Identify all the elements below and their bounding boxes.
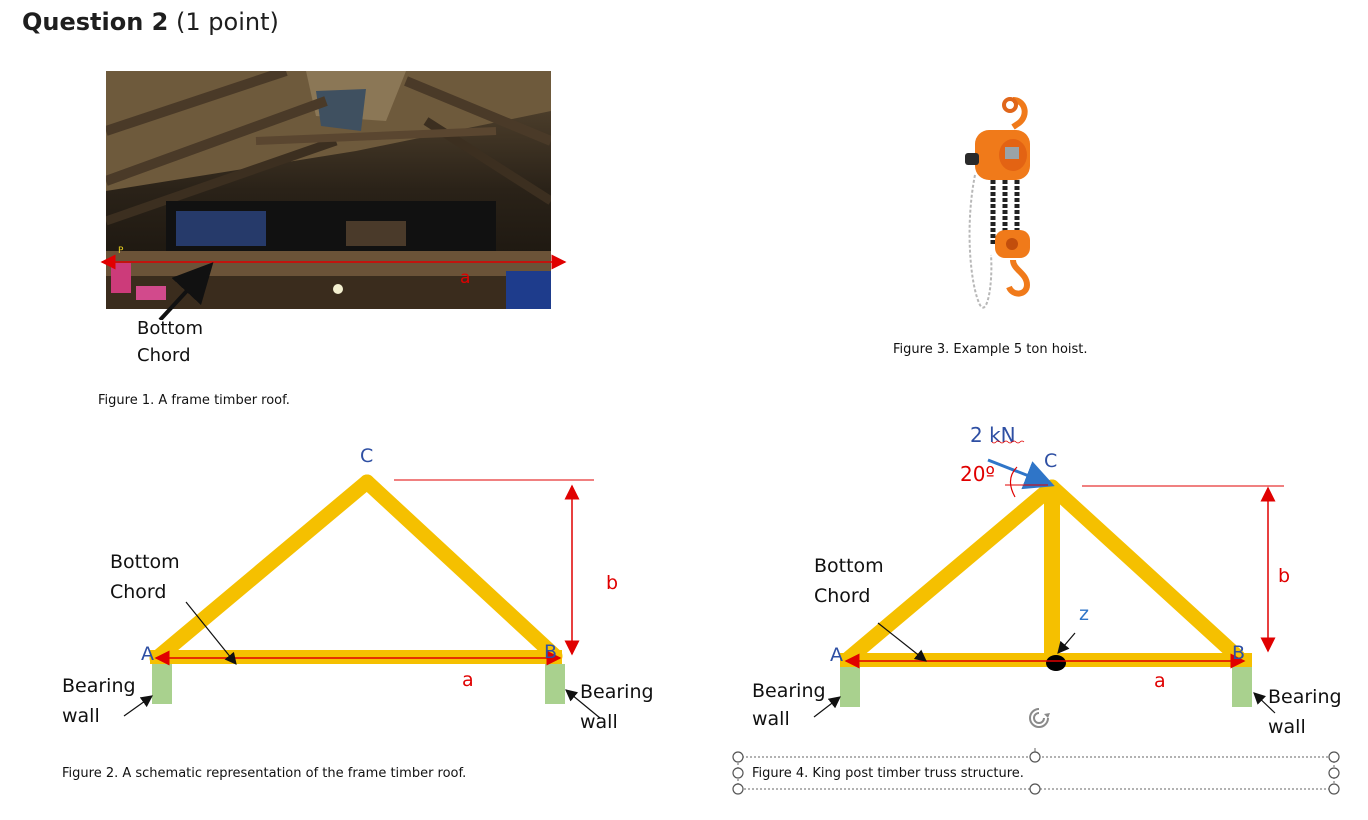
resize-handle-top-right[interactable] [1328,751,1340,763]
figure2-bottom-chord-label-2: Chord [110,581,166,603]
question-points: (1 point) [176,8,279,36]
figure1-dim-a-label: a [460,268,470,288]
resize-handle-middle-right[interactable] [1328,767,1340,779]
figure4-bottom-chord-pointer [877,622,927,662]
figure2-bottom-chord-label-1: Bottom [110,551,180,573]
figure2-rafter-right [359,474,563,664]
figure4-node-a: A [830,644,843,666]
figure4-right-wall-label-2: wall [1268,716,1306,738]
figure4-bottom-chord-label-2: Chord [814,585,870,607]
figure4-rafter-right [1044,479,1246,665]
figure2-rafter-left [149,474,375,666]
figure4-left-wall-label-2: wall [752,708,790,730]
figure4-bottom-chord [840,653,1252,667]
figure4-node-b: B [1232,642,1245,664]
figure4-angle-arc [1009,466,1018,498]
figure2-right-wall-pointer [565,689,601,719]
figure2-schematic: a b A B C Bottom Chord Bearing wall Bear… [62,445,654,733]
figure1-label-line1: Bottom [137,318,204,339]
figure4-right-wall-label-1: Bearing [1268,686,1342,708]
figure2-left-wall-pointer [123,695,153,717]
figure2-right-wall-label-2: wall [580,711,618,733]
resize-handle-bottom-right[interactable] [1328,783,1340,795]
figure4-dim-a-label: a [1154,670,1166,692]
resize-handle-top-left[interactable] [732,751,744,763]
rotate-icon[interactable] [1026,705,1052,731]
resize-handle-top-center[interactable] [1029,751,1041,763]
resize-handle-bottom-left[interactable] [732,783,744,795]
figure4-spellcheck-underline [991,440,1025,444]
figure2-node-a: A [141,643,154,665]
figure4-force-arrow [987,458,1055,490]
figure4-joint-z-pointer [1057,632,1076,654]
figure2-bottom-chord-pointer [185,601,237,665]
figure1-bottom-chord-pointer [158,262,214,320]
figure4-caption-selection-frame[interactable] [730,748,1342,798]
figure4-joint-z [1046,655,1066,671]
resize-handle-bottom-center[interactable] [1029,783,1041,795]
figure4-rafter-left [840,479,1060,667]
figure2-dim-b-label: b [606,572,618,594]
figure4-king-post [1044,489,1060,661]
figure4-caption[interactable]: Figure 4. King post timber truss structu… [752,766,1024,781]
figure2-bearing-wall-right [545,664,565,704]
figure4-left-wall-pointer [813,696,841,718]
figure1-caption: Figure 1. A frame timber roof. [98,393,290,408]
figure2-bottom-chord [150,650,562,664]
figure4-force-label: 2 kN [970,423,1016,447]
figure2-right-wall-label-1: Bearing [580,681,654,703]
question-number: Question 2 [22,8,169,36]
figure4-dim-b-label: b [1278,565,1290,587]
figure2-node-b: B [544,641,557,663]
figure4-node-c: C [1044,450,1057,472]
figure2-left-wall-label-2: wall [62,705,100,727]
question-title: Question 2 (1 point) [22,8,279,36]
figure3-hoist-illustration [965,97,1031,309]
figure4-schematic: z a b 2 kN 20º A B C Bottom Chord Bearin… [752,423,1342,738]
figure4-left-wall-label-1: Bearing [752,680,826,702]
resize-handle-middle-left[interactable] [732,767,744,779]
figure4-node-z: z [1079,603,1089,625]
figure2-dim-a-label: a [462,669,474,691]
figure4-bearing-wall-right [1232,667,1252,707]
figure1-overlay: a P [100,246,567,320]
figure2-bearing-wall-left [152,664,172,704]
figure2-left-wall-label-1: Bearing [62,675,136,697]
figure2-caption: Figure 2. A schematic representation of … [62,766,467,781]
figure4-bearing-wall-left [840,667,860,707]
figure1-bottom-chord-label: Bottom Chord [137,315,203,369]
figure1-marker-p: P [118,246,124,256]
figure2-node-c: C [360,445,373,467]
figure4-bottom-chord-label-1: Bottom [814,555,884,577]
figure1-label-line2: Chord [137,345,191,366]
figure4-right-wall-pointer [1253,692,1276,714]
figure4-angle-label: 20º [960,462,995,486]
figure3-caption: Figure 3. Example 5 ton hoist. [893,342,1088,357]
